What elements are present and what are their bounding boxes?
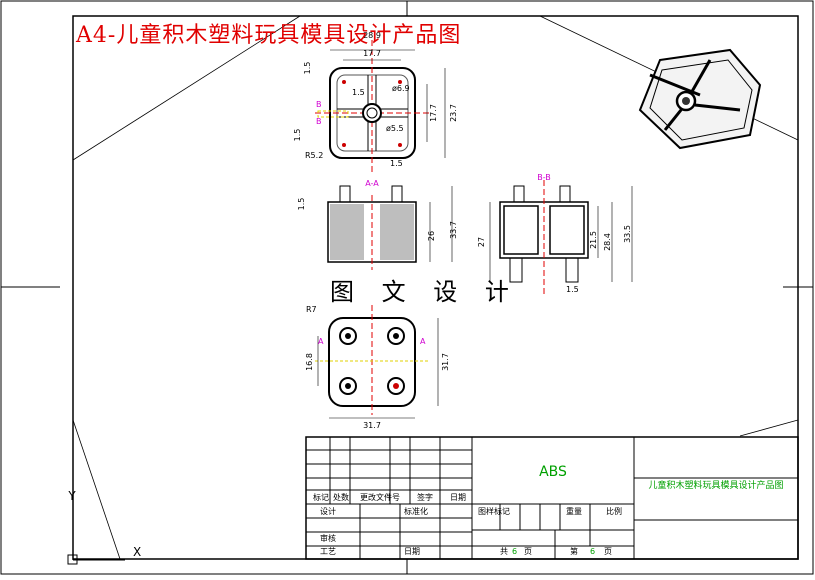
section-b-cavity: [503, 205, 539, 255]
scale-label: 比例: [606, 506, 622, 516]
dim-label: 26: [427, 231, 436, 241]
section-b-foot: [509, 257, 523, 283]
standard-label: 标准化: [404, 506, 428, 516]
dim-label: 28.9: [363, 31, 381, 40]
section-mark: A: [420, 337, 426, 346]
process-label: 工艺: [320, 547, 336, 556]
change-doc-label: 更改文件号: [360, 492, 400, 502]
date-label: 日期: [404, 547, 420, 556]
iso-boss-hole: [682, 97, 690, 105]
iso-rib: [688, 59, 712, 96]
dim-label: 33.7: [449, 221, 458, 239]
isometric-view: [638, 48, 762, 150]
frame-diagonal-3: [72, 419, 121, 560]
dim-label: 17.7: [363, 49, 381, 58]
boss-inner: [366, 107, 378, 119]
dim-label: ø6.9: [392, 84, 410, 93]
top-view: 28.9 17.7 23.7 17.7 ø6.9 ø5.5 1.5 1.5 1.…: [293, 31, 458, 188]
foot-hole: [339, 377, 357, 395]
foot-hole-center: [345, 333, 351, 339]
dim-label: 16.8: [305, 353, 314, 371]
section-a-stud: [339, 185, 351, 203]
design-label: 设计: [320, 506, 336, 516]
dim-label: 1.5: [293, 129, 302, 142]
dim-label: 23.7: [449, 104, 458, 122]
page-unit: 页: [604, 547, 612, 556]
section-a-hatch: [380, 204, 414, 260]
section-b-stud: [513, 185, 525, 203]
section-mark: B: [316, 117, 322, 126]
axis-origin: [67, 554, 78, 565]
sheets-value: 6: [512, 547, 517, 556]
section-a-hatch: [330, 204, 364, 260]
section-mark: B-B: [537, 173, 551, 182]
date-header-label: 日期: [450, 493, 466, 502]
section-b-foot: [565, 257, 579, 283]
part-name-box: 儿童积木塑料玩具模具设计产品图: [648, 481, 784, 491]
dim-label: 1.5: [390, 159, 403, 168]
dim-label: 1.5: [297, 198, 306, 211]
sheets-label: 共: [500, 547, 508, 556]
dim-label: 1.5: [303, 62, 312, 75]
dim-label: ø5.5: [386, 124, 404, 133]
foot-hole-center: [393, 383, 399, 389]
section-mark: B: [316, 100, 322, 109]
page-unit: 页: [524, 547, 532, 556]
revision-mark-label: 标记: [313, 492, 329, 502]
dim-label: R7: [306, 305, 317, 314]
dim-label: 31.7: [441, 353, 450, 371]
boss-outer: [362, 103, 382, 123]
signature-label: 签字: [417, 492, 433, 502]
title-block-text: 标记 处数 更改文件号 签字 日期 设计 标准化 审核 工艺 日期 图样标记 重…: [313, 464, 622, 556]
bottom-view: R7 16.8 31.7 31.7 A A: [305, 305, 450, 430]
section-b-cavity: [549, 205, 585, 255]
part-name: 儿童积木塑料玩具模具设计产品图: [648, 481, 784, 491]
section-b-stud: [559, 185, 571, 203]
section-line-b: [317, 110, 349, 118]
dim-label: 28.4: [603, 233, 612, 251]
dim-label: 31.7: [363, 421, 381, 430]
foot-hole: [339, 327, 357, 345]
weight-label: 重量: [566, 506, 582, 516]
dim-label: 27: [477, 237, 486, 247]
revision-count-label: 处数: [333, 492, 349, 502]
axis-x-label: X: [133, 545, 141, 559]
iso-inner: [649, 59, 753, 141]
dim-label: 33.5: [623, 225, 632, 243]
material-value: ABS: [539, 464, 567, 480]
review-label: 审核: [320, 533, 336, 543]
dim-label: R5.2: [305, 151, 323, 160]
corner-pin: [398, 143, 402, 147]
section-a-stud: [391, 185, 403, 203]
section-b-view: 27 21.5 28.4 33.5 1.5 B-B: [477, 173, 633, 296]
axis-y-label: Y: [67, 489, 76, 503]
sheet-label: 第: [570, 546, 578, 556]
frame-diagonal-4: [739, 419, 799, 437]
stage-label: 图样标记: [478, 506, 510, 516]
foot-hole-center: [345, 383, 351, 389]
dim-label: 1.5: [352, 88, 365, 97]
section-a-view: 1.5 26 33.7: [297, 185, 458, 270]
dim-label: 17.7: [429, 104, 438, 122]
foot-hole: [387, 377, 405, 395]
foot-hole: [387, 327, 405, 345]
dim-label: 21.5: [589, 231, 598, 249]
title-block: [305, 436, 799, 560]
corner-pin: [342, 80, 346, 84]
corner-pin: [398, 80, 402, 84]
title-block-frame: [305, 436, 799, 560]
drawing-title: A4-儿童积木塑料玩具模具设计产品图: [76, 23, 462, 48]
sheet-value: 6: [590, 547, 595, 556]
corner-pin: [342, 143, 346, 147]
iso-rib: [694, 103, 741, 112]
ucs-axis: Y X: [67, 489, 141, 565]
dim-label: 1.5: [566, 285, 579, 294]
watermark-text: 图 文 设 计: [330, 278, 519, 306]
frame-diagonal-1: [72, 15, 301, 161]
section-mark: A: [318, 337, 324, 346]
foot-hole-center: [393, 333, 399, 339]
section-mark: A-A: [365, 179, 379, 188]
